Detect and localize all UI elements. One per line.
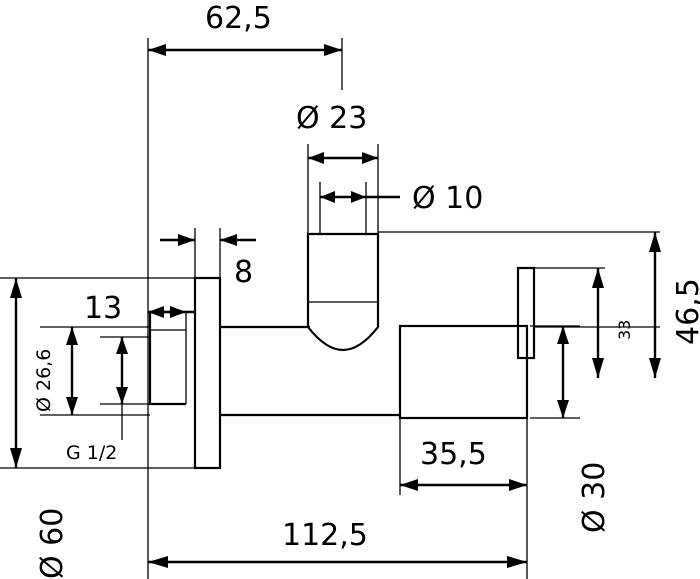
label-13: 13: [84, 291, 122, 326]
spindle-housing: [306, 232, 380, 352]
wall-rosette: [193, 276, 222, 470]
label-46-5: 46,5: [671, 278, 700, 345]
label-g-half: G 1/2: [66, 442, 117, 464]
handle-lever: [516, 266, 536, 360]
dimension-lines: [10, 44, 661, 568]
label-62-5: 62,5: [205, 1, 272, 36]
label-dia-30: Ø 30: [577, 462, 612, 533]
label-8: 8: [234, 255, 253, 290]
dimension-labels: 62,5 Ø 23 Ø 10 8 13 G 1/2 35,5 112,5 Ø 2…: [33, 1, 700, 579]
thread-connector: [148, 310, 186, 406]
label-dia-23: Ø 23: [296, 101, 367, 136]
label-dia-60: Ø 60: [35, 508, 70, 579]
valve-body: [148, 232, 536, 470]
extension-lines: [0, 38, 660, 579]
label-dia-26-6: Ø 26,6: [33, 349, 55, 412]
label-35-5: 35,5: [420, 437, 487, 472]
outlet-sleeve: [398, 324, 529, 420]
label-dia-10: Ø 10: [412, 181, 483, 216]
label-33: 33: [615, 320, 634, 340]
label-112-5: 112,5: [282, 518, 368, 553]
